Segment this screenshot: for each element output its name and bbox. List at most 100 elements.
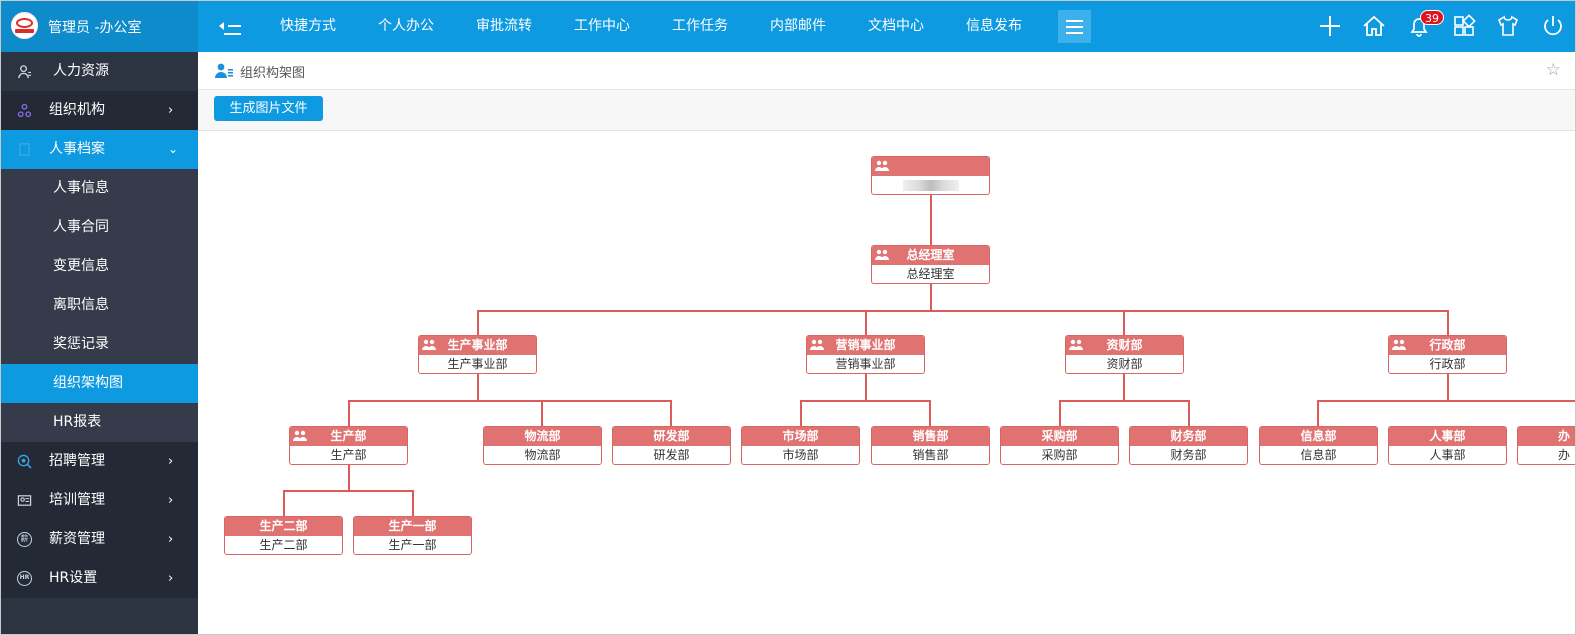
sidebar-subitem-rewards[interactable]: 奖惩记录 [1, 325, 198, 364]
sidebar-subitem-resignation[interactable]: 离职信息 [1, 286, 198, 325]
org-node-gm-office[interactable]: 总经理室 总经理室 [871, 245, 990, 284]
org-node-production-bu[interactable]: 生产事业部 生产事业部 [418, 335, 537, 374]
connector-line [348, 465, 350, 491]
menu-collapse-icon[interactable] [219, 17, 241, 35]
sidebar-subitem-contract[interactable]: 人事合同 [1, 208, 198, 247]
connector-line [1059, 400, 1061, 427]
chevron-right-icon: › [168, 454, 174, 469]
org-node-production[interactable]: 生产部 生产部 [289, 426, 408, 465]
connector-line [1188, 400, 1190, 427]
connector-line [800, 400, 931, 402]
group-icon [422, 339, 436, 350]
org-node-admin[interactable]: 行政部 行政部 [1388, 335, 1507, 374]
top-nav: 快捷方式 个人办公 审批流转 工作中心 工作任务 内部邮件 文档中心 信息发布 [259, 1, 1043, 52]
connector-line [1447, 374, 1449, 401]
sidebar-item-hr-settings[interactable]: HR HR设置 › [1, 559, 198, 598]
salary-icon: 薪 [17, 532, 32, 547]
bell-icon[interactable] [1407, 14, 1431, 38]
topnav-work-center[interactable]: 工作中心 [574, 18, 630, 34]
logo-icon [11, 12, 38, 39]
chevron-right-icon: › [168, 571, 174, 586]
org-node-marketing-bu[interactable]: 营销事业部 营销事业部 [806, 335, 925, 374]
hr-settings-icon: HR [17, 571, 32, 586]
connector-line [348, 400, 672, 402]
page-title: 组织构架图 [240, 66, 306, 81]
org-node-hr[interactable]: 人事部 人事部 [1388, 426, 1507, 465]
connector-line [541, 400, 543, 427]
app-title: 管理员 -办公室 [48, 20, 142, 36]
org-icon [17, 103, 32, 118]
sidebar-item-org[interactable]: 组织机构 › [1, 91, 198, 130]
sidebar-item-salary[interactable]: 薪 薪资管理 › [1, 520, 198, 559]
topnav-internal-mail[interactable]: 内部邮件 [770, 18, 826, 34]
generate-image-button[interactable]: 生成图片文件 [214, 96, 323, 121]
org-node-sales[interactable]: 销售部 销售部 [871, 426, 990, 465]
favorite-star-icon[interactable]: ☆ [1545, 60, 1561, 80]
more-menu-icon[interactable] [1058, 10, 1091, 43]
org-node-production-1[interactable]: 生产一部 生产一部 [353, 516, 472, 555]
connector-line [929, 400, 931, 427]
add-icon[interactable] [1318, 14, 1342, 38]
connector-line [865, 374, 867, 401]
sidebar-item-hr[interactable]: 人力资源 [1, 52, 198, 91]
connector-line [1123, 374, 1125, 401]
org-node-finance-material[interactable]: 资财部 资财部 [1065, 335, 1184, 374]
redacted-name [902, 180, 959, 191]
org-node-information[interactable]: 信息部 信息部 [1259, 426, 1378, 465]
org-node-root[interactable] [871, 156, 990, 195]
chevron-right-icon: › [168, 532, 174, 547]
user-list-icon [215, 63, 233, 78]
topnav-approval-flow[interactable]: 审批流转 [476, 18, 532, 34]
topnav-info-publish[interactable]: 信息发布 [966, 18, 1022, 34]
connector-line [477, 310, 479, 336]
connector-line [800, 400, 802, 427]
sidebar-item-recruitment[interactable]: 招聘管理 › [1, 442, 198, 481]
connector-line [1123, 310, 1125, 336]
org-node-purchasing[interactable]: 采购部 采购部 [1000, 426, 1119, 465]
org-node-accounting[interactable]: 财务部 财务部 [1129, 426, 1248, 465]
org-node-market[interactable]: 市场部 市场部 [741, 426, 860, 465]
breadcrumb: 组织构架图 ☆ [198, 52, 1575, 90]
chevron-right-icon: › [168, 103, 174, 118]
org-node-logistics[interactable]: 物流部 物流部 [483, 426, 602, 465]
org-node-production-2[interactable]: 生产二部 生产二部 [224, 516, 343, 555]
brand: 管理员 -办公室 [1, 1, 198, 52]
connector-line [930, 195, 932, 245]
topnav-work-tasks[interactable]: 工作任务 [672, 18, 728, 34]
connector-line [348, 400, 350, 427]
sidebar-subitem-change-info[interactable]: 变更信息 [1, 247, 198, 286]
top-bar: 管理员 -办公室 快捷方式 个人办公 审批流转 工作中心 工作任务 内部邮件 文… [1, 1, 1575, 52]
home-icon[interactable] [1362, 14, 1386, 38]
connector-line [1447, 310, 1449, 336]
topnav-personal-office[interactable]: 个人办公 [378, 18, 434, 34]
topnav-document-center[interactable]: 文档中心 [868, 18, 924, 34]
apps-grid-icon[interactable] [1452, 14, 1476, 38]
toolbar: 生成图片文件 [198, 90, 1575, 131]
person-icon [18, 65, 32, 79]
archive-icon [19, 143, 30, 156]
topnav-shortcuts[interactable]: 快捷方式 [280, 18, 336, 34]
chevron-down-icon: ⌄ [168, 142, 179, 156]
connector-line [283, 490, 414, 492]
sidebar-subitem-org-chart[interactable]: 组织架构图 [1, 364, 198, 403]
connector-line [1317, 400, 1575, 402]
recruit-icon [17, 454, 32, 469]
power-icon[interactable] [1541, 14, 1565, 38]
connector-line [477, 310, 1449, 312]
group-icon [293, 430, 307, 441]
org-node-office[interactable]: 办 办 [1517, 426, 1575, 465]
connector-line [1059, 400, 1190, 402]
sidebar: 人力资源 组织机构 › 人事档案 ⌄ 人事信息 人事合同 变更信息 [1, 52, 198, 634]
group-icon [810, 339, 824, 350]
theme-shirt-icon[interactable] [1496, 14, 1520, 38]
group-icon [1392, 339, 1406, 350]
sidebar-subitem-personnel-info[interactable]: 人事信息 [1, 169, 198, 208]
sidebar-item-training[interactable]: 培训管理 › [1, 481, 198, 520]
connector-line [283, 490, 285, 517]
org-node-rnd[interactable]: 研发部 研发部 [612, 426, 731, 465]
notification-badge: 39 [1420, 10, 1444, 25]
sidebar-subitem-hr-report[interactable]: HR报表 [1, 403, 198, 442]
sidebar-item-personnel-archive[interactable]: 人事档案 ⌄ [1, 130, 198, 169]
